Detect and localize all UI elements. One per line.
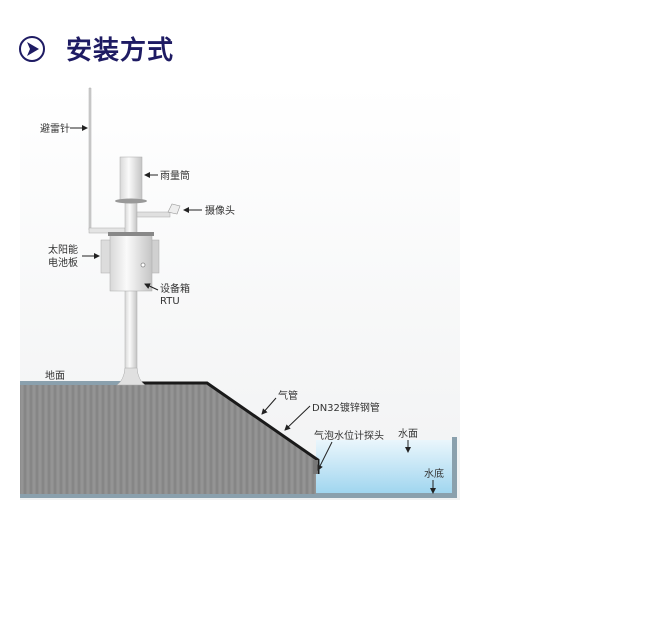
callout-arrows — [70, 125, 436, 494]
lightning-rod — [88, 87, 92, 231]
label-water-bottom: 水底 — [424, 467, 444, 480]
label-lightning-rod: 避雷针 — [40, 122, 70, 135]
camera-arm — [136, 211, 171, 218]
camera — [167, 203, 181, 215]
rain-gauge-flange — [115, 198, 147, 204]
rain-gauge — [119, 156, 143, 201]
label-camera: 摄像头 — [205, 204, 235, 217]
page-title: 安装方式 — [66, 36, 175, 66]
channel-wall — [452, 437, 457, 497]
label-equipment-box-2: RTU — [160, 296, 180, 307]
label-air-pipe: 气管 — [278, 389, 298, 402]
label-ground: 地面 — [45, 369, 65, 382]
water — [316, 440, 454, 494]
ground-block — [20, 384, 316, 494]
equipment-box — [109, 234, 153, 292]
label-water-surface: 水面 — [398, 428, 418, 440]
section-header: 安装方式 — [18, 30, 174, 67]
label-probe: 气泡水位计探头 — [314, 429, 384, 442]
label-solar-panel-2: 电池板 — [48, 256, 78, 269]
circle-arrow-right-icon — [19, 35, 45, 62]
channel-bottom — [20, 493, 457, 498]
equipment-box-lid — [108, 232, 154, 236]
solar-panel-left — [100, 239, 112, 274]
label-solar-panel-1: 太阳能 — [48, 243, 78, 256]
ground-surface — [20, 381, 140, 385]
label-equipment-box-1: 设备箱 — [160, 282, 190, 295]
box-indicator — [140, 262, 146, 268]
label-steel-pipe: DN32镀锌钢管 — [312, 401, 380, 414]
pole-base — [116, 367, 146, 386]
label-rain-gauge: 雨量筒 — [160, 169, 190, 182]
probe — [313, 460, 318, 474]
